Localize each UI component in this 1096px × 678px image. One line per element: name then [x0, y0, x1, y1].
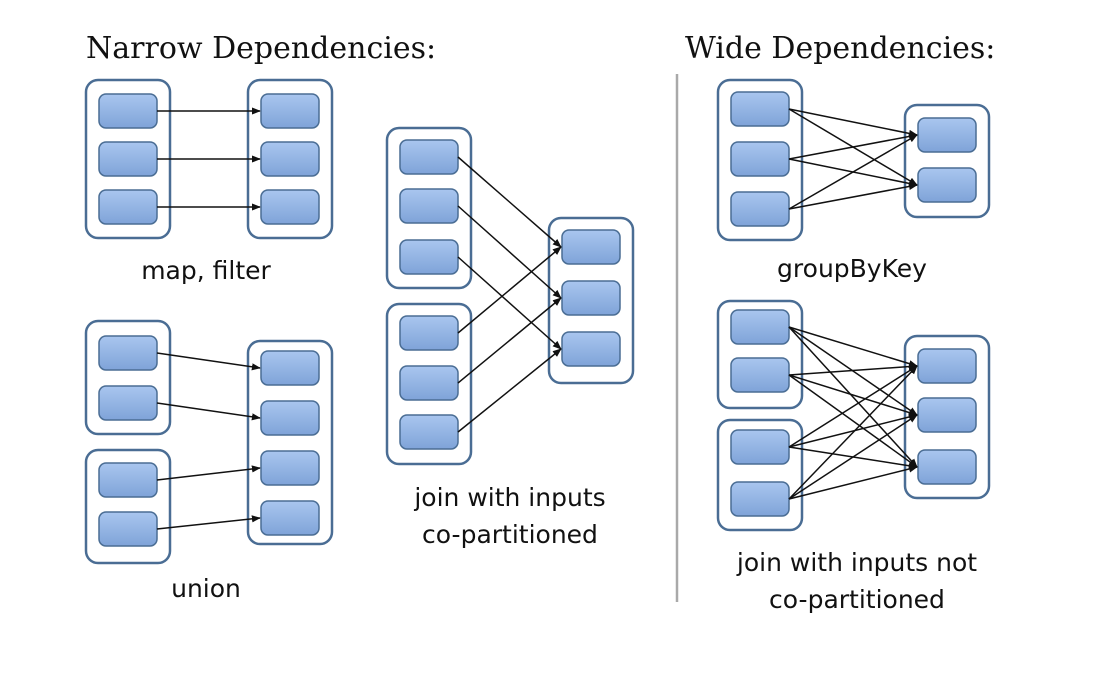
wide-dependencies-heading: Wide Dependencies: — [685, 31, 995, 66]
join-not-copartitioned-caption-line2: co-partitioned — [769, 585, 945, 614]
dependency-arrow-join-nc-jnB-1-0 — [788, 365, 918, 500]
partition-joA-0 — [399, 139, 459, 175]
partition-jnC-1 — [917, 397, 977, 433]
partition-unC-2 — [260, 450, 320, 486]
partition-joC-1 — [561, 280, 621, 316]
partition-gbB-1 — [917, 167, 977, 203]
partition-mapA-1 — [98, 141, 158, 177]
partition-jnC-2 — [917, 449, 977, 485]
partition-mapB-1 — [260, 141, 320, 177]
partition-joB-0 — [399, 315, 459, 351]
partition-joC-0 — [561, 229, 621, 265]
partition-gbA-1 — [730, 141, 790, 177]
partition-unB-1 — [98, 511, 158, 547]
partition-jnB-1 — [730, 481, 790, 517]
partition-joB-2 — [399, 414, 459, 450]
dependency-arrows — [156, 107, 918, 530]
partition-gbB-0 — [917, 117, 977, 153]
partition-unC-3 — [260, 500, 320, 536]
groupbykey-caption: groupByKey — [777, 254, 927, 283]
dependency-arrow-union-1 — [156, 402, 261, 421]
partition-joB-1 — [399, 365, 459, 401]
partition-jnA-0 — [730, 309, 790, 345]
partition-mapB-0 — [260, 93, 320, 129]
dependency-arrow-union-0 — [156, 352, 261, 371]
partition-unC-1 — [260, 400, 320, 436]
dependency-arrow-join-a-0 — [457, 156, 562, 248]
partition-unA-1 — [98, 385, 158, 421]
dependency-arrow-join-a-1 — [457, 205, 562, 299]
dependency-arrow-gbk-1-0 — [788, 132, 918, 160]
dependency-arrow-join-b-0 — [457, 246, 562, 334]
partition-joA-1 — [399, 188, 459, 224]
partition-gbA-0 — [730, 91, 790, 127]
union-caption: union — [171, 574, 241, 603]
dependency-arrow-join-nc-jnB-1-2 — [788, 465, 918, 500]
partition-gbA-2 — [730, 191, 790, 227]
join-not-copartitioned-caption-line1: join with inputs not — [736, 548, 977, 577]
narrow-dependencies-heading: Narrow Dependencies: — [86, 31, 436, 66]
dependency-arrow-join-b-1 — [457, 297, 562, 384]
dependency-arrow-union-2 — [156, 465, 261, 481]
dependency-arrow-join-nc-jnA-1-2 — [788, 374, 918, 468]
partition-jnA-1 — [730, 357, 790, 393]
join-copartitioned-caption-line1: join with inputs — [413, 483, 605, 512]
partition-jnB-0 — [730, 429, 790, 465]
dependency-arrow-join-a-2 — [457, 256, 562, 350]
rdd-box-unC — [246, 339, 334, 546]
dependency-arrow-join-nc-jnB-0-0 — [788, 365, 918, 448]
dependency-arrow-join-nc-jnA-0-0 — [788, 326, 918, 368]
partition-joA-2 — [399, 239, 459, 275]
dependency-arrow-join-nc-jnA-0-2 — [788, 326, 918, 468]
dependency-arrow-join-nc-jnB-0-1 — [788, 413, 918, 448]
partition-unA-0 — [98, 335, 158, 371]
partition-unC-0 — [260, 350, 320, 386]
dependency-arrow-join-b-2 — [457, 348, 562, 433]
dependency-arrow-join-nc-jnA-1-1 — [788, 374, 918, 417]
dependency-arrow-gbk-2-0 — [788, 134, 918, 210]
partition-joC-2 — [561, 331, 621, 367]
join-copartitioned-caption-line2: co-partitioned — [422, 520, 598, 549]
dependency-arrow-union-3 — [156, 515, 261, 530]
partition-jnC-0 — [917, 348, 977, 384]
partition-mapB-2 — [260, 189, 320, 225]
rdd-groups — [84, 78, 991, 565]
partition-mapA-0 — [98, 93, 158, 129]
partition-unB-0 — [98, 462, 158, 498]
dependency-arrow-gbk-2-1 — [788, 182, 918, 210]
dependency-arrow-join-nc-jnB-1-1 — [788, 414, 918, 500]
dependency-arrow-join-nc-jnA-1-0 — [788, 362, 918, 376]
map-filter-caption: map, filter — [141, 256, 271, 285]
dependency-arrow-gbk-0-0 — [788, 108, 918, 137]
partition-mapA-2 — [98, 189, 158, 225]
